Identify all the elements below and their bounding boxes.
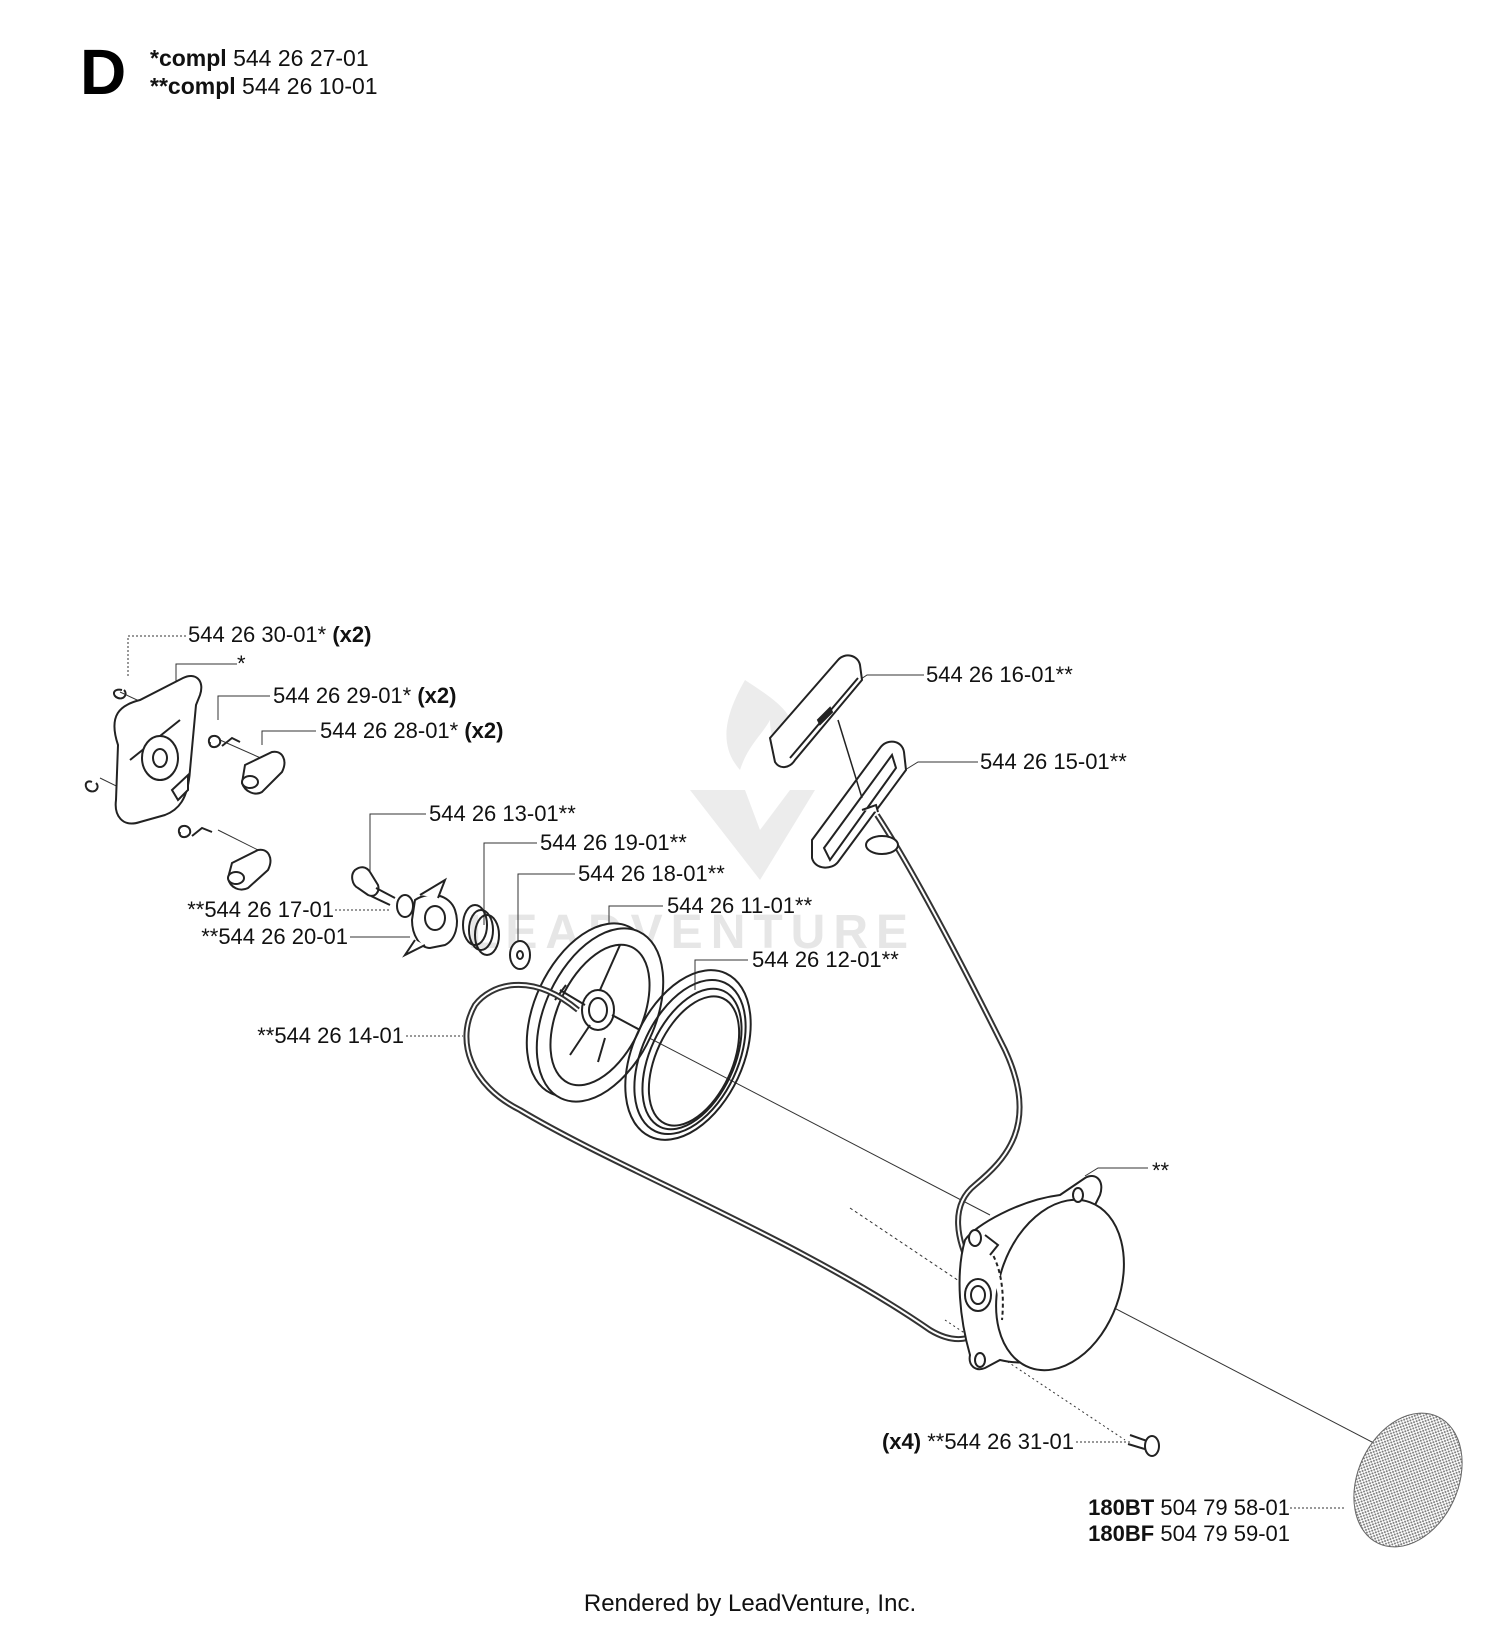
decal — [1353, 1412, 1463, 1548]
callout-544-26-13-01: 544 26 13-01** — [429, 801, 576, 826]
pawl-carrier — [402, 877, 458, 958]
pawls — [226, 750, 286, 891]
center-screw — [351, 866, 396, 906]
section-letter: D — [80, 36, 127, 108]
compl-line-2: **compl 544 26 10-01 — [150, 72, 378, 100]
leader-lines — [99, 635, 1446, 1509]
starter-rope-inner — [465, 814, 1021, 1341]
callout-544-26-17-01: **544 26 17-01 — [187, 897, 334, 922]
handle-insert — [768, 654, 864, 768]
rope-pulley — [525, 922, 665, 1103]
callout-544-26-29-01: 544 26 29-01* (x2) — [273, 683, 457, 708]
callout-compl-star: * — [237, 651, 246, 676]
watermark-logo — [690, 680, 815, 880]
housing-screw — [1127, 1434, 1160, 1457]
compl-prefix: *compl — [150, 45, 227, 71]
callout-544-26-12-01: 544 26 12-01** — [752, 947, 899, 972]
callout-544-26-31-01: (x4) **544 26 31-01 — [881, 1429, 1074, 1454]
pulley-washer — [509, 940, 531, 970]
compl-line-1: *compl 544 26 27-01 — [150, 44, 378, 72]
compl-number: 544 26 27-01 — [233, 45, 369, 71]
callout-decal-180bf: 180BF 504 79 59-01 — [1088, 1521, 1290, 1546]
complete-assembly-numbers: *compl 544 26 27-01 **compl 544 26 10-01 — [150, 44, 378, 100]
callout-544-26-11-01: 544 26 11-01** — [667, 893, 813, 918]
callout-544-26-19-01: 544 26 19-01** — [540, 830, 687, 855]
rewind-spring — [624, 969, 752, 1141]
callout-544-26-18-01: 544 26 18-01** — [578, 861, 725, 886]
compl-prefix: **compl — [150, 73, 236, 99]
callout-decal-180bt: 180BT 504 79 58-01 — [1088, 1495, 1290, 1520]
watermark: LEADVENTURE — [468, 906, 917, 959]
compl-number: 544 26 10-01 — [242, 73, 378, 99]
pawl-plate — [113, 675, 203, 825]
callout-544-26-15-01: 544 26 15-01** — [980, 749, 1127, 774]
callout-544-26-16-01: 544 26 16-01** — [926, 662, 1073, 687]
callout-544-26-20-01: **544 26 20-01 — [201, 924, 348, 949]
center-spring — [462, 904, 500, 956]
starter-handle — [811, 719, 908, 869]
e-clips — [84, 688, 127, 793]
washer — [396, 894, 414, 918]
callout-544-26-30-01: 544 26 30-01* (x2) — [188, 622, 372, 647]
callout-544-26-28-01: 544 26 28-01* (x2) — [320, 718, 504, 743]
callout-544-26-14-01: **544 26 14-01 — [257, 1023, 404, 1048]
footer-credit: Rendered by LeadVenture, Inc. — [583, 1590, 917, 1617]
callout-housing-compl: ** — [1152, 1158, 1170, 1183]
pawl-springs — [177, 734, 241, 838]
starter-housing — [958, 1175, 1125, 1372]
